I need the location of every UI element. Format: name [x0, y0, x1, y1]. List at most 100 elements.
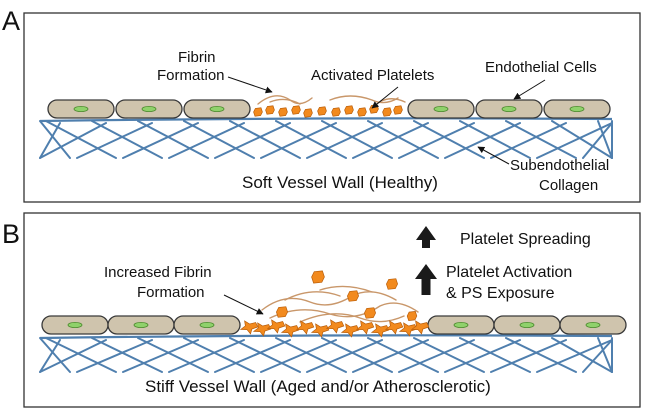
- increased-fibrin-label-line2: Formation: [137, 284, 205, 301]
- circulating-platelet: [311, 270, 325, 284]
- activated-platelet-cluster: [253, 104, 403, 118]
- fibrin-formation-label-line2: Formation: [157, 67, 225, 84]
- collagen-fiber: [229, 120, 301, 159]
- collagen-fiber: [168, 339, 245, 373]
- spread-platelet: [252, 322, 272, 337]
- spread-platelet: [310, 323, 330, 338]
- collagen-fiber: [490, 122, 567, 159]
- spread-platelet: [340, 323, 360, 338]
- panel-b: B Increased Fibrin Formation Platelet Sp…: [2, 212, 641, 408]
- panel-b-frame: [23, 212, 641, 408]
- collagen-fiber: [229, 337, 301, 373]
- collagen-fiber: [39, 339, 107, 373]
- cell-nucleus: [133, 321, 149, 328]
- collagen-fiber: [45, 337, 117, 373]
- collagen-fiber: [551, 120, 613, 159]
- spread-platelet-cluster: [239, 270, 430, 338]
- collagen-fiber: [214, 339, 291, 373]
- fibrin-strand: [284, 291, 341, 301]
- platelet-spreading-label: Platelet Spreading: [460, 231, 591, 248]
- collagen-fiber: [168, 122, 245, 159]
- collagen-baseline: [39, 117, 613, 123]
- collagen-fiber: [39, 120, 71, 159]
- collagen-fiber: [459, 337, 531, 373]
- fibrin-strand: [269, 302, 419, 319]
- collagen-fiber: [91, 120, 163, 159]
- collagen-fiber: [505, 120, 577, 159]
- fibrin-formation-label-line1: Fibrin: [178, 49, 216, 66]
- collagen-fiber: [582, 122, 613, 159]
- fibrin-strand: [299, 313, 405, 323]
- cell-nucleus: [519, 321, 535, 328]
- fibrin-strand: [319, 285, 373, 293]
- spread-platelet: [384, 320, 404, 335]
- increased-fibrin-label-line1: Increased Fibrin: [104, 264, 212, 281]
- spread-platelet: [325, 319, 345, 334]
- collagen-fiber: [183, 337, 255, 373]
- collagen-fiber: [597, 337, 613, 373]
- spread-platelet: [295, 320, 315, 335]
- panel-a-caption: Soft Vessel Wall (Healthy): [242, 173, 438, 192]
- collagen-fiber: [321, 337, 393, 373]
- collagen-fiber: [39, 337, 71, 373]
- collagen-pointer-arrow: [477, 146, 510, 165]
- fibrin-strand: [329, 95, 399, 104]
- collagen-baseline: [39, 334, 613, 340]
- cell-nucleus: [453, 321, 469, 328]
- collagen-fiber: [39, 339, 61, 373]
- collagen-fiber: [367, 120, 439, 159]
- collagen-fiber: [352, 339, 429, 373]
- collagen-fiber: [260, 339, 337, 373]
- fibrin-strand: [269, 98, 301, 105]
- collagen-fiber: [39, 122, 107, 159]
- collagen-fiber: [260, 122, 337, 159]
- activated-platelet: [317, 106, 327, 116]
- collagen-fiber: [597, 120, 613, 159]
- platelet-activation-label-line2: & PS Exposure: [446, 285, 555, 302]
- cell-nucleus: [209, 106, 225, 113]
- cell-nucleus: [501, 106, 517, 113]
- collagen-fiber: [275, 120, 347, 159]
- spread-platelet: [239, 320, 259, 335]
- cell-nucleus: [199, 321, 215, 328]
- collagen-fiber: [76, 122, 153, 159]
- collagen-fiber: [505, 337, 577, 373]
- collagen-fiber: [137, 120, 209, 159]
- spread-platelet: [355, 320, 375, 335]
- collagen-fiber: [444, 339, 521, 373]
- collagen-fiber: [91, 337, 163, 373]
- activated-platelet: [276, 306, 288, 318]
- spread-platelet: [280, 323, 300, 338]
- endothelial-cells-label: Endothelial Cells: [485, 59, 597, 76]
- collagen-fiber: [275, 337, 347, 373]
- panel-a-letter: A: [2, 6, 20, 36]
- activated-platelet: [344, 105, 354, 115]
- endothelial-cell-row: [41, 315, 627, 335]
- activated-platelet: [303, 108, 313, 118]
- spread-platelet: [410, 320, 430, 335]
- collagen-fiber: [306, 339, 383, 373]
- collagen-label-line2: Collagen: [539, 177, 598, 194]
- collagen-fiber: [214, 122, 291, 159]
- collagen-fiber: [321, 120, 393, 159]
- endothelial-cells-pointer-arrow: [513, 79, 546, 100]
- collagen-fiber: [76, 339, 153, 373]
- collagen-fiber: [39, 122, 61, 159]
- collagen-fiber: [398, 339, 475, 373]
- spread-platelet: [398, 322, 418, 337]
- increased-fibrin-pointer-arrow: [223, 294, 264, 315]
- activated-platelet: [393, 105, 403, 115]
- subendothelial-collagen-mesh: [39, 334, 613, 373]
- collagen-fiber: [551, 337, 613, 373]
- collagen-fiber: [122, 339, 199, 373]
- collagen-fiber: [444, 122, 521, 159]
- collagen-fiber: [459, 120, 531, 159]
- fibrin-pointer-arrow: [227, 76, 273, 94]
- cell-nucleus: [141, 106, 157, 113]
- cell-nucleus: [569, 106, 585, 113]
- collagen-fiber: [183, 120, 255, 159]
- activated-platelets-pointer-arrow: [371, 86, 399, 109]
- activated-platelet: [406, 311, 418, 321]
- activated-platelet: [364, 307, 376, 319]
